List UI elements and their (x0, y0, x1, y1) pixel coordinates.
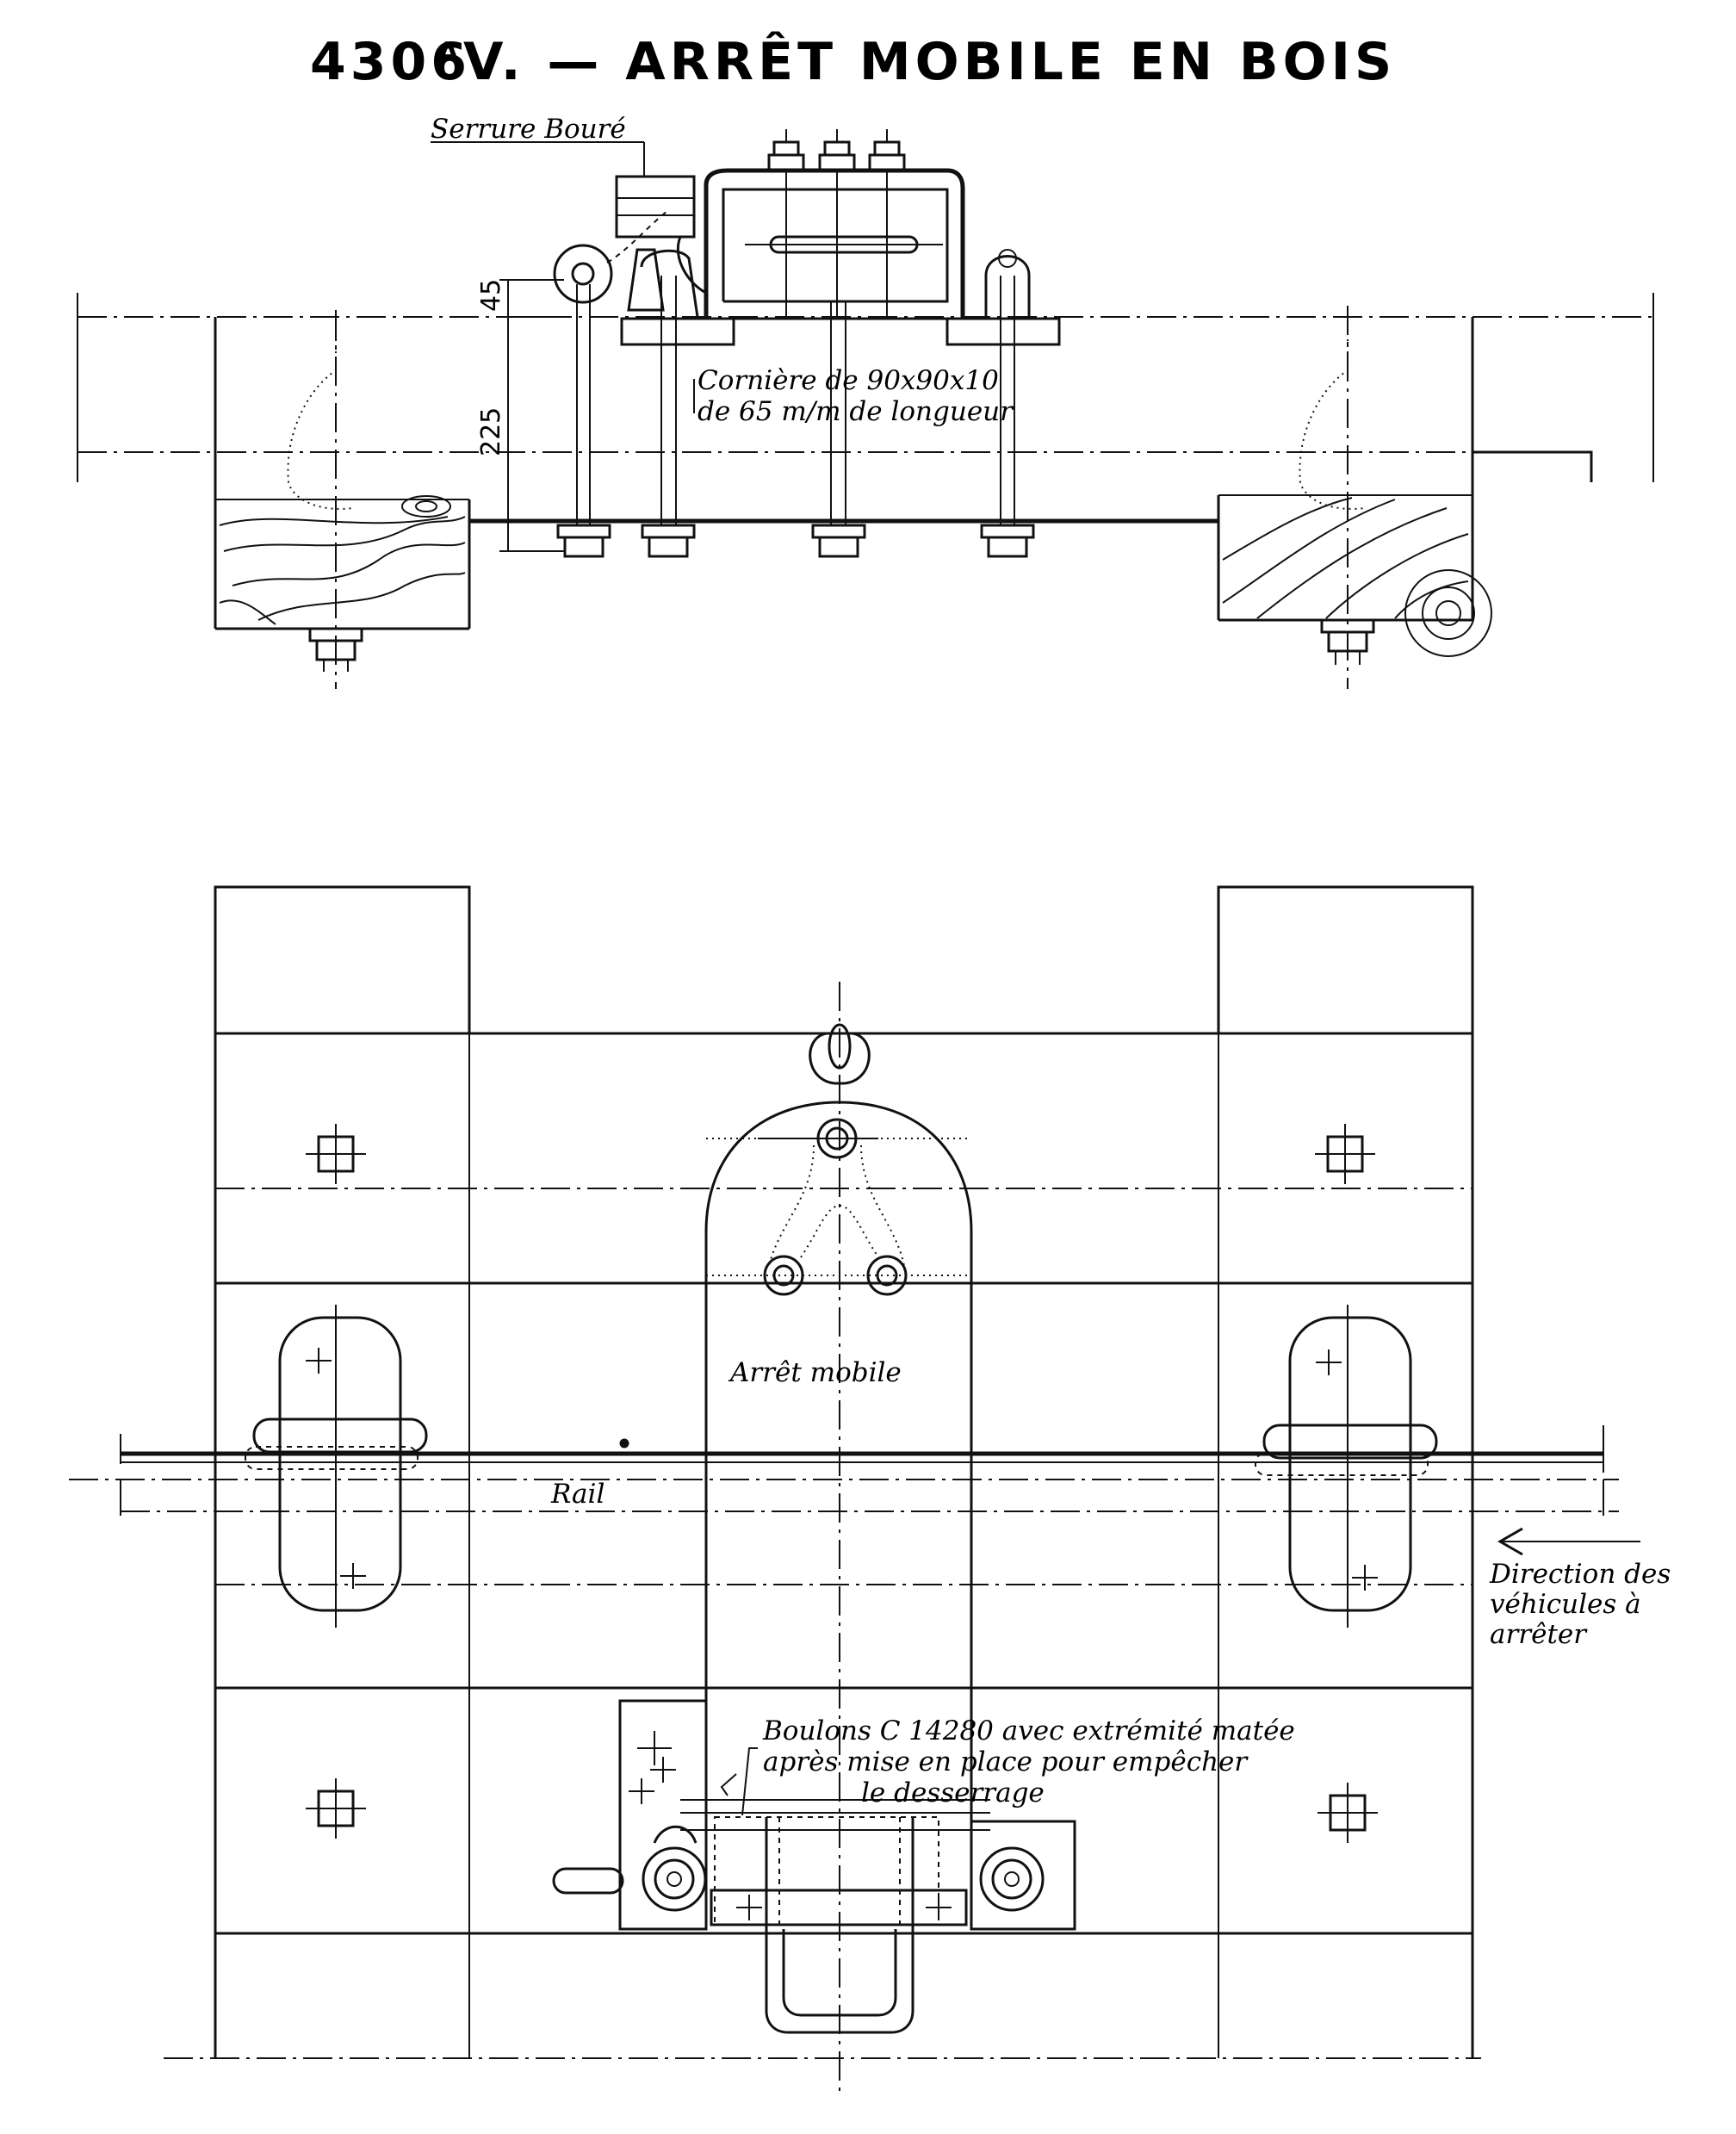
bolt-3 (811, 301, 866, 558)
boulons-label-line2: après mise en place pour empêcher (763, 1746, 1249, 1777)
bolt-2 (641, 276, 696, 558)
boulons-leader-tick (720, 1773, 737, 1796)
hook-outline-left (287, 327, 354, 510)
plan-view: Rail Arrêt mobile (69, 885, 1671, 2093)
serrure-label: Serrure Bouré (431, 114, 626, 145)
top-nut-1 (767, 129, 805, 172)
base-plate-left (620, 317, 735, 346)
drawing-title: 4306 A V. — ARRÊT MOBILE EN BOIS (310, 30, 1396, 92)
hook-outline-right (1299, 327, 1366, 510)
rail-clip-right (1255, 1305, 1438, 1628)
dim-45-text: 45 (476, 279, 506, 312)
nut-right-bottom (1320, 618, 1375, 665)
fixing-marker-br (1318, 1783, 1378, 1843)
direction-label-line2: véhicules à (1490, 1589, 1641, 1620)
lower-lock-assembly (552, 1699, 1076, 2034)
direction-label-line3: arrêter (1490, 1619, 1588, 1650)
fixing-marker-bl (306, 1778, 366, 1839)
title-superscript: A (437, 36, 459, 69)
top-nut-3 (868, 129, 906, 172)
corniere-label-line2: de 65 m/m de longueur (698, 396, 1014, 427)
dimension-45: 45 (476, 279, 564, 318)
boulons-label-line3: le desserrage (861, 1777, 1045, 1808)
rail-clip-left (245, 1305, 428, 1628)
dim-225-text: 225 (476, 407, 506, 456)
post-support-left (640, 249, 699, 318)
bolt-4 (980, 276, 1035, 558)
rail-label: Rail (550, 1479, 604, 1510)
fixing-marker-tr (1315, 1124, 1375, 1184)
wood-grain-right (1222, 497, 1492, 657)
boulons-leader (741, 1747, 758, 1816)
direction-label-line1: Direction des (1489, 1559, 1671, 1590)
rail-joint-dot (619, 1438, 629, 1449)
top-nut-2 (818, 129, 856, 172)
nut-left-bottom (308, 627, 363, 672)
elevation-view: Serrure Bouré 45 225 Cornière de 90x90x1… (77, 114, 1654, 689)
sleeper-end-left (214, 885, 471, 1035)
right-stub (1472, 450, 1593, 482)
lock-eye (553, 244, 613, 304)
post-support-right (984, 249, 1031, 317)
corniere-label-line1: Cornière de 90x90x10 (698, 365, 999, 396)
boulons-label-line1: Boulons C 14280 avec extrémité matée (762, 1715, 1295, 1746)
sleeper-end-right (1217, 885, 1474, 1035)
arret-mobile-label: Arrêt mobile (728, 1357, 902, 1388)
direction-arrow (1497, 1527, 1640, 1556)
angle-bracket-box (704, 168, 965, 320)
dimension-225: 225 (476, 317, 564, 552)
lock-body (615, 175, 707, 312)
bolt-1 (556, 284, 611, 558)
fixing-marker-tl (306, 1124, 366, 1184)
wood-grain-left (219, 495, 466, 625)
title-number: 4306 (310, 32, 471, 92)
base-plate-right (946, 317, 1061, 346)
arret-mobile-plate (704, 982, 973, 2093)
title-text: V. — ARRÊT MOBILE EN BOIS (463, 30, 1396, 92)
